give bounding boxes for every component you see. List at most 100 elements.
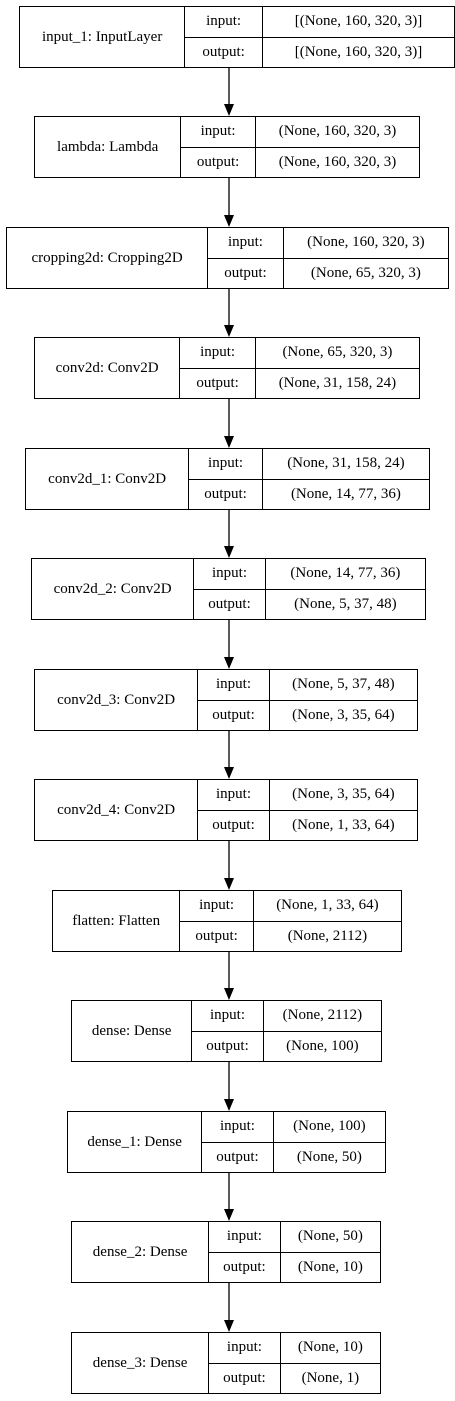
layer-name: dense: Dense [72,1001,193,1061]
port-labels: input: output: [189,449,263,509]
output-shape: (None, 5, 37, 48) [294,595,397,612]
input-label: input: [189,449,262,480]
output-label: output: [204,485,247,502]
arrow-head [224,767,234,779]
arrow-head [224,1209,234,1221]
arrow-head [224,104,234,116]
output-label: output: [196,374,239,391]
shape-values: (None, 2112)(None, 100) [263,1001,381,1061]
shape-values: (None, 50) (None, 10) [280,1222,380,1282]
port-labels: input: output: [181,117,256,177]
input-shape: (None, 65, 320, 3) [255,338,419,369]
layer-name: conv2d_2: Conv2D [32,559,195,619]
shape-values: (None, 1, 33, 64)(None, 2112) [253,891,401,951]
arrow-head [224,1320,234,1332]
output-shape: (None, 160, 320, 3) [278,153,397,170]
shape-values: (None, 100) (None, 50) [273,1112,385,1172]
port-labels: input:output: [192,1001,264,1061]
output-shape: (None, 10) [297,1258,363,1275]
output-shape: (None, 1, 33, 64) [292,816,395,833]
arrow-head [224,546,234,558]
input-shape: [(None, 160, 320, 3)] [262,7,455,38]
input-label: input: [185,7,262,38]
input-shape: (None, 10) [280,1333,380,1364]
port-labels: input: output: [185,7,263,67]
output-label: output: [195,927,238,944]
input-label: input: [209,1222,280,1253]
layer-name: conv2d_4: Conv2D [35,780,199,840]
port-labels: input:output: [180,891,254,951]
output-label: output: [206,1037,249,1054]
shape-values: (None, 14, 77, 36) (None, 5, 37, 48) [265,559,425,619]
output-shape: (None, 31, 158, 24) [278,374,397,391]
input-shape: (None, 3, 35, 64) [269,780,417,811]
layer-name: conv2d: Conv2D [35,338,181,398]
input-label: input: [194,559,265,590]
arrow-head [224,436,234,448]
port-labels: input: output: [208,228,284,288]
layer-name: dense_2: Dense [72,1222,210,1282]
output-label: output: [196,153,240,170]
output-label: output: [202,43,245,60]
layer-name: lambda: Lambda [35,117,182,177]
output-label: output: [212,706,255,723]
input-label: input: [208,228,283,259]
shape-values: (None, 5, 37, 48)(None, 3, 35, 64) [269,670,417,730]
input-label: input: [202,1112,273,1143]
arrow-head [224,988,234,1000]
output-label: output: [208,595,251,612]
layer-name: flatten: Flatten [53,891,181,951]
port-labels: input:output: [198,780,270,840]
port-labels: input: output: [202,1112,274,1172]
input-shape: (None, 31, 158, 24) [262,449,429,480]
arrow-head [224,215,234,227]
layer-name: cropping2d: Cropping2D [7,228,209,288]
port-labels: input: output: [194,559,266,619]
output-shape: (None, 14, 77, 36) [290,485,401,502]
layer-name: dense_1: Dense [68,1112,203,1172]
input-shape: (None, 14, 77, 36) [265,559,425,590]
shape-values: (None, 10)(None, 1) [280,1333,380,1393]
layer-name: dense_3: Dense [72,1333,210,1393]
layer-name: conv2d_3: Conv2D [35,670,199,730]
output-label: output: [224,264,267,281]
shape-values: (None, 65, 320, 3) (None, 31, 158, 24) [255,338,419,398]
layer-name: conv2d_1: Conv2D [26,449,190,509]
input-label: input: [180,338,255,369]
arrow-head [224,657,234,669]
input-shape: (None, 5, 37, 48) [269,670,417,701]
output-shape: (None, 2112) [287,927,368,944]
output-shape: (None, 50) [296,1148,362,1165]
input-shape: (None, 160, 320, 3) [283,228,449,259]
arrow-head [224,325,234,337]
shape-values: (None, 160, 320, 3)(None, 160, 320, 3) [255,117,420,177]
layer-name: input_1: InputLayer [20,7,186,67]
output-shape: [(None, 160, 320, 3)] [294,43,423,60]
input-label: input: [198,670,269,701]
output-shape: (None, 100) [286,1037,359,1054]
input-label: input: [198,780,269,811]
input-label: input: [209,1333,280,1364]
port-labels: input: output: [209,1333,281,1393]
arrow-head [224,1099,234,1111]
arrow-head [224,878,234,890]
input-shape: (None, 100) [273,1112,385,1143]
input-shape: (None, 50) [280,1222,380,1253]
port-labels: input: output: [180,338,256,398]
input-label: input: [181,117,255,148]
output-label: output: [216,1148,259,1165]
output-label: output: [223,1369,266,1386]
output-shape: (None, 65, 320, 3) [310,264,421,281]
